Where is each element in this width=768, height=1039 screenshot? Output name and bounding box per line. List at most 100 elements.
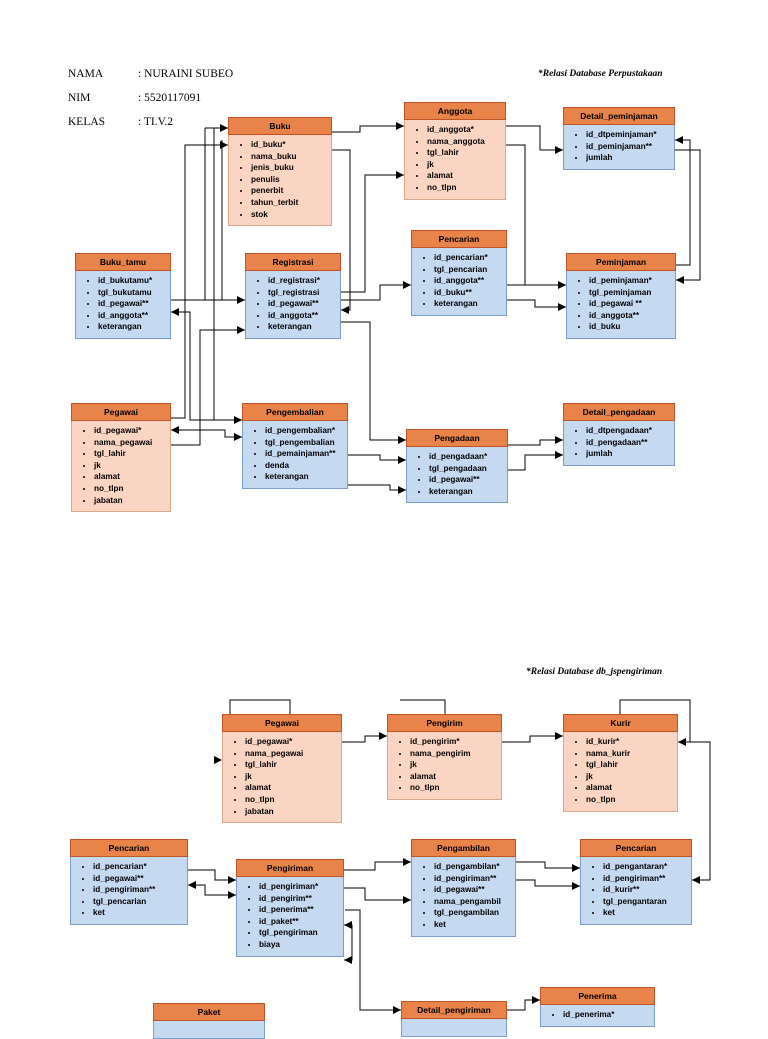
info-value-kelas: : TI.V.2 — [138, 116, 174, 128]
field: tgl_pencarian — [434, 264, 504, 276]
entity-fields: id_pegawai* nama_pegawai tgl_lahir jk al… — [71, 421, 171, 513]
entity-peminjaman[interactable]: Peminjaman id_peminjaman* tgl_peminjaman… — [566, 253, 676, 339]
field: tgl_lahir — [427, 147, 503, 159]
field: id_peminjaman** — [586, 141, 672, 153]
entity-title: Pengirim — [387, 714, 502, 732]
entity-title: Buku — [228, 117, 332, 135]
field: nama_pegawai — [245, 748, 339, 760]
field: no_tlpn — [245, 794, 339, 806]
field: jumlah — [586, 448, 672, 460]
entity-pengadaan[interactable]: Pengadaan id_pengadaan* tgl_pengadaan id… — [406, 429, 508, 504]
field: alamat — [427, 170, 503, 182]
entity-fields: id_anggota* nama_anggota tgl_lahir jk al… — [404, 120, 506, 200]
field: tgl_pengiriman — [259, 927, 341, 939]
entity-pengiriman[interactable]: Pengiriman id_pengiriman* id_pengirim** … — [236, 859, 344, 957]
info-label-kelas: KELAS — [68, 116, 106, 128]
caption-diagram-2: *Relasi Database db_jspengiriman — [526, 667, 663, 677]
field: id_pegawai** — [429, 474, 505, 486]
field: tgl_pengembalian — [265, 437, 345, 449]
entity-title: Pengadaan — [406, 429, 508, 447]
entity-title: Pengambilan — [411, 839, 516, 857]
field: id_anggota** — [589, 310, 673, 322]
field: id_bukutamu* — [98, 275, 168, 287]
entity-anggota[interactable]: Anggota id_anggota* nama_anggota tgl_lah… — [404, 102, 506, 200]
entity-title: Penerima — [540, 987, 655, 1005]
entity-pengirim[interactable]: Pengirim id_pengirim* nama_pengirim jk a… — [387, 714, 502, 800]
field: jabatan — [94, 495, 168, 507]
field: tgl_peminjaman — [589, 287, 673, 299]
field: id_pengambilan* — [434, 861, 513, 873]
entity-fields: id_bukutamu* tgl_bukutamu id_pegawai** i… — [75, 271, 171, 339]
entity-pencarian[interactable]: Pencarian id_pencarian* tgl_pencarian id… — [411, 230, 507, 316]
entity-title: Kurir — [563, 714, 678, 732]
field: nama_kurir — [586, 748, 675, 760]
field: no_tlpn — [586, 794, 675, 806]
field: tgl_pengambilan — [434, 907, 513, 919]
field: id_pengiriman** — [93, 884, 185, 896]
info-value-nim: : 5520117091 — [138, 92, 202, 104]
field: denda — [265, 460, 345, 472]
field: id_peminjaman* — [589, 275, 673, 287]
entity-detail-pengadaan[interactable]: Detail_pengadaan id_dtpengadaan* id_peng… — [563, 403, 675, 466]
field: id_pegawai** — [434, 884, 513, 896]
field: alamat — [410, 771, 499, 783]
entity-title: Pencarian — [70, 839, 188, 857]
field: ket — [434, 919, 513, 931]
field: tgl_bukutamu — [98, 287, 168, 299]
info-label-nim: NIM — [68, 92, 91, 104]
entity-pegawai-2[interactable]: Pegawai id_pegawai* nama_pegawai tgl_lah… — [222, 714, 342, 824]
field: tahun_terbit — [251, 197, 329, 209]
entity-title: Detail_pengiriman — [401, 1001, 507, 1019]
entity-pengembalian[interactable]: Pengembalian id_pengembalian* tgl_pengem… — [242, 403, 348, 489]
field: penerbit — [251, 185, 329, 197]
field: id_pegawai** — [268, 298, 338, 310]
field: id_pegawai** — [98, 298, 168, 310]
field: id_pengadaan* — [429, 451, 505, 463]
field: id_pegawai* — [245, 736, 339, 748]
field: id_pegawai* — [94, 425, 168, 437]
field: keterangan — [429, 486, 505, 498]
field: tgl_lahir — [245, 759, 339, 771]
field: stok — [251, 209, 329, 221]
field: id_pencarian* — [93, 861, 185, 873]
field: id_pengadaan** — [586, 437, 672, 449]
entity-penerima[interactable]: Penerima id_penerima* — [540, 987, 655, 1027]
entity-title: Pencarian — [411, 230, 507, 248]
entity-fields: id_pencarian* tgl_pencarian id_anggota**… — [411, 248, 507, 316]
field: keterangan — [98, 321, 168, 333]
field: id_dtpeminjaman* — [586, 129, 672, 141]
entity-pengambilan[interactable]: Pengambilan id_pengambilan* id_pengirima… — [411, 839, 516, 937]
field: id_pegawai** — [93, 873, 185, 885]
field: alamat — [245, 782, 339, 794]
entity-title: Peminjaman — [566, 253, 676, 271]
field: alamat — [94, 471, 168, 483]
field: id_pengirim** — [259, 893, 341, 905]
entity-detail-pengiriman[interactable]: Detail_pengiriman — [401, 1001, 507, 1037]
entity-title: Buku_tamu — [75, 253, 171, 271]
field: nama_anggota — [427, 136, 503, 148]
field: keterangan — [434, 298, 504, 310]
entity-pencarian-right[interactable]: Pencarian id_pengantaran* id_pengiriman*… — [580, 839, 692, 925]
field: biaya — [259, 939, 341, 951]
field: id_registrasi* — [268, 275, 338, 287]
entity-registrasi[interactable]: Registrasi id_registrasi* tgl_registrasi… — [245, 253, 341, 339]
field: keterangan — [265, 471, 345, 483]
field: id_pengiriman** — [603, 873, 689, 885]
entity-detail-peminjaman[interactable]: Detail_peminjaman id_dtpeminjaman* id_pe… — [563, 107, 675, 170]
entity-pegawai[interactable]: Pegawai id_pegawai* nama_pegawai tgl_lah… — [71, 403, 171, 513]
field: id_anggota* — [427, 124, 503, 136]
entity-buku[interactable]: Buku id_buku* nama_buku jenis_buku penul… — [228, 117, 332, 227]
field: id_pengantaran* — [603, 861, 689, 873]
entity-title: Anggota — [404, 102, 506, 120]
entity-pencarian-left[interactable]: Pencarian id_pencarian* id_pegawai** id_… — [70, 839, 188, 925]
entity-paket[interactable]: Paket — [153, 1003, 265, 1039]
field: no_tlpn — [410, 782, 499, 794]
field: id_kurir* — [586, 736, 675, 748]
field: id_paket** — [259, 916, 341, 928]
entity-kurir[interactable]: Kurir id_kurir* nama_kurir tgl_lahir jk … — [563, 714, 678, 812]
field: jk — [245, 771, 339, 783]
entity-fields: id_pegawai* nama_pegawai tgl_lahir jk al… — [222, 732, 342, 824]
entity-buku-tamu[interactable]: Buku_tamu id_bukutamu* tgl_bukutamu id_p… — [75, 253, 171, 339]
entity-title: Registrasi — [245, 253, 341, 271]
